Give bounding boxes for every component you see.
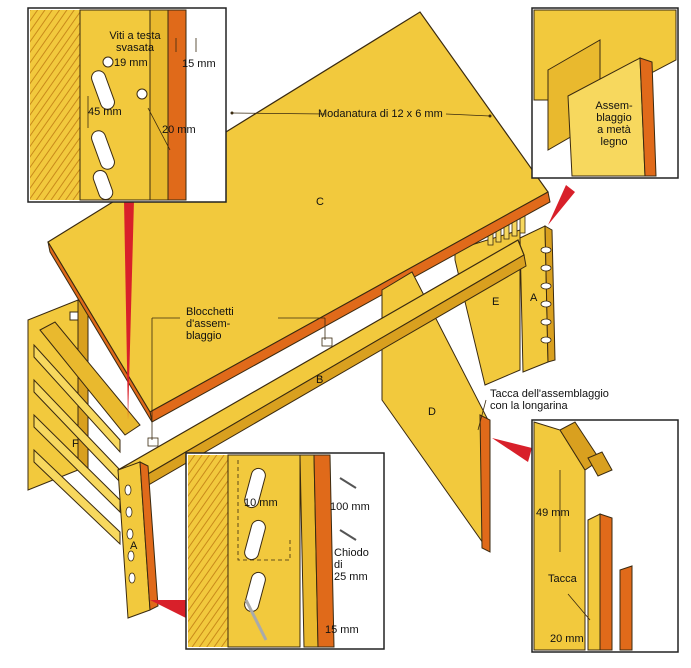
- leg-a-left: [117, 461, 159, 619]
- label-dim-15-bottom: 15 mm: [325, 624, 359, 636]
- label-dim-20-top: 20 mm: [162, 124, 196, 136]
- inset-notch: [531, 419, 679, 653]
- pointer-top-right: [548, 185, 575, 225]
- label-part-e: E: [492, 296, 500, 308]
- label-part-a-right: A: [530, 292, 538, 304]
- panel-d: [381, 271, 491, 553]
- label-dim-49: 49 mm: [536, 507, 570, 519]
- label-part-c: C: [316, 196, 324, 208]
- inset-nail: [185, 452, 385, 650]
- label-part-b: B: [316, 374, 324, 386]
- label-notch: Tacca: [548, 573, 577, 585]
- label-part-d: D: [428, 406, 436, 418]
- label-part-f: F: [72, 438, 79, 450]
- label-nail: Chiodo di 25 mm: [334, 547, 369, 583]
- end-frame-f: [27, 299, 141, 546]
- label-part-a-left: A: [130, 540, 138, 552]
- label-screws: Viti a testa svasata: [109, 30, 161, 54]
- pointer-bottom-center: [150, 600, 186, 618]
- label-half-lap: Assem- blaggio a metà legno: [595, 100, 633, 148]
- label-dim-10: 10 mm: [244, 497, 278, 509]
- label-dim-19: 19 mm: [114, 57, 148, 69]
- label-dim-20-bottom: 20 mm: [550, 633, 584, 645]
- inset-screws: [27, 7, 227, 203]
- label-dim-15-top: 15 mm: [182, 58, 216, 70]
- inset-half-lap: [531, 7, 679, 179]
- pointer-bottom-right: [492, 438, 532, 462]
- leg-a-right: [519, 225, 556, 373]
- label-notch-joint: Tacca dell'assemblaggio con la longarina: [490, 388, 609, 412]
- label-blocks: Blocchetti d'assem- blaggio: [186, 306, 234, 342]
- label-dim-45: 45 mm: [88, 106, 122, 118]
- label-moulding: Modanatura di 12 x 6 mm: [318, 108, 443, 120]
- pointer-top-left: [124, 200, 134, 420]
- label-dim-100: 100 mm: [330, 501, 370, 513]
- top-panel-c: [47, 11, 551, 423]
